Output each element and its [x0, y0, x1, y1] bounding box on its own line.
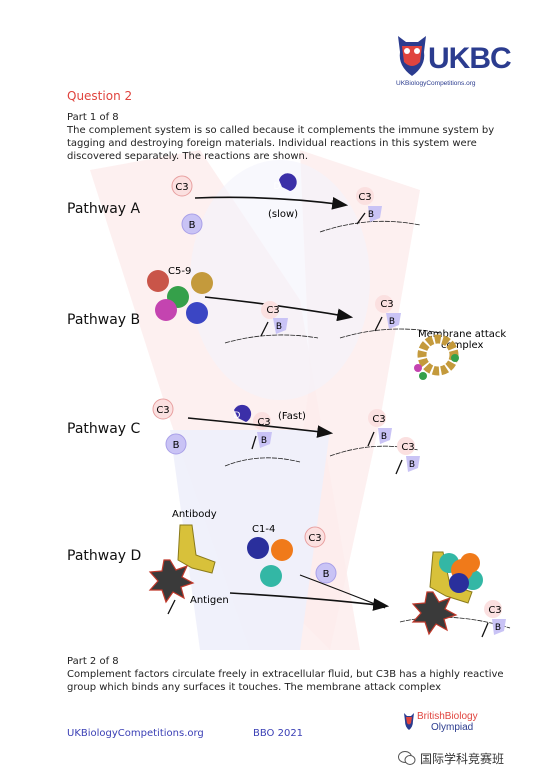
- pathway-c-diagram: C3 B D C3 B (Fast) C3 B C3 B: [152, 398, 420, 475]
- c3-label: C3: [156, 405, 169, 416]
- c3-label: C3: [175, 182, 188, 193]
- pathway-a-label: Pathway A: [67, 201, 141, 217]
- d-label: D: [274, 182, 281, 192]
- part2-text: Complement factors circulate freely in e…: [67, 669, 504, 693]
- mac-label-line1: Membrane attack: [418, 329, 506, 340]
- b-label: B: [495, 623, 501, 633]
- owl-logo-icon: [398, 36, 426, 76]
- b-label: B: [189, 220, 196, 231]
- c3-label: C3: [358, 192, 371, 203]
- pathway-c-speed: (Fast): [278, 411, 306, 422]
- b-label: B: [381, 432, 387, 442]
- c3-label: C3: [266, 305, 279, 316]
- b-label: B: [409, 460, 415, 470]
- b-label: B: [323, 569, 330, 580]
- mac-label-line2: complex: [441, 340, 483, 351]
- wechat-watermark: 国际学科竞赛班: [398, 750, 505, 767]
- part1-intro: The complement system is so called becau…: [67, 125, 495, 162]
- antigen-label: Antigen: [190, 595, 229, 606]
- part2-label: Part 2 of 8: [67, 656, 119, 667]
- olympiad-logo-line1: BritishBiology: [417, 711, 478, 722]
- c3-label: C3: [372, 414, 385, 425]
- b-label: B: [389, 317, 395, 327]
- c5-9-label: C5-9: [168, 266, 191, 277]
- pathway-c-label: Pathway C: [67, 421, 141, 437]
- part1-label: Part 1 of 8: [67, 112, 119, 123]
- wechat-text: 国际学科竞赛班: [420, 752, 505, 766]
- footer-website-link[interactable]: UKBiologyCompetitions.org: [67, 728, 204, 739]
- pathway-d-label: Pathway D: [67, 548, 142, 564]
- pathway-b-diagram: C5-9 C3 B C3 B Membrane attack complex: [147, 266, 506, 380]
- c3-label: C3: [401, 442, 414, 453]
- question-title: Question 2: [67, 89, 133, 103]
- wechat-icon: [398, 751, 416, 765]
- logo-text: UKBC: [428, 42, 512, 75]
- ukbc-logo: UKBC UKBiologyCompetitions.org: [392, 28, 512, 98]
- footer-event: BBO 2021: [253, 728, 304, 739]
- owl-small-icon: [404, 713, 414, 730]
- c3-label: C3: [308, 533, 321, 544]
- antibody-label: Antibody: [172, 509, 217, 520]
- pathway-a-diagram: C3 B D (slow) C3 B: [171, 173, 421, 235]
- b-label: B: [261, 436, 267, 446]
- c3-label: C3: [257, 417, 270, 428]
- b-label: B: [276, 322, 282, 332]
- pathway-b-label: Pathway B: [67, 312, 141, 328]
- logo-subtext: UKBiologyCompetitions.org: [396, 80, 476, 87]
- british-biology-olympiad-logo: BritishBiology Olympiad: [403, 709, 503, 739]
- b-label: B: [368, 210, 374, 220]
- pathway-a-speed: (slow): [268, 209, 298, 220]
- c3-label: C3: [380, 299, 393, 310]
- olympiad-logo-line2: Olympiad: [431, 722, 474, 733]
- c1-4-label: C1-4: [252, 524, 275, 535]
- pathway-d-diagram: Antibody Antigen C1-4 C3 B C3 B: [148, 509, 511, 638]
- b-label: B: [173, 440, 180, 451]
- d-label: D: [234, 411, 241, 421]
- c3-label: C3: [488, 605, 501, 616]
